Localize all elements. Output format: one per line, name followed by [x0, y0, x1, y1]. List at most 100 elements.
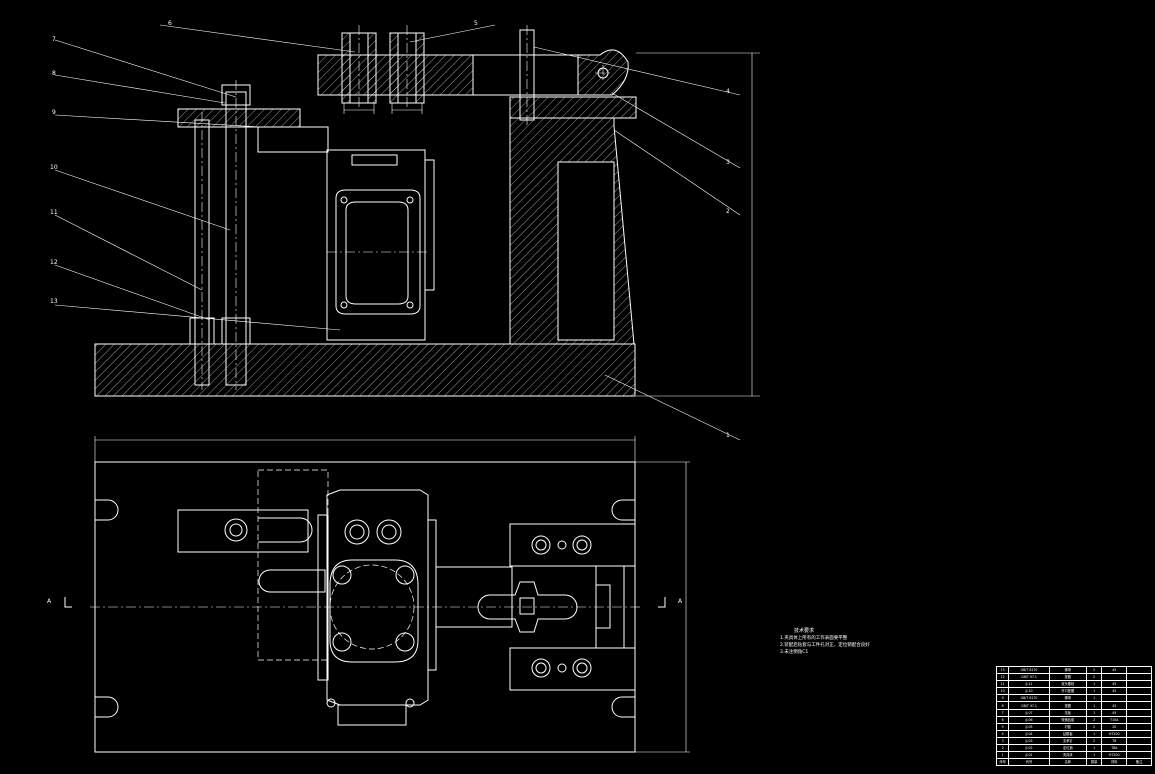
parts-list-cell	[1126, 751, 1152, 760]
parts-list-cell: 1	[1085, 729, 1103, 738]
parts-list-cell: 钻模板	[1048, 729, 1087, 738]
parts-list-cell	[1126, 680, 1152, 689]
parts-list-cell: 2	[995, 744, 1010, 753]
parts-list-cell: JJ-07	[1008, 708, 1050, 717]
parts-list-cell: JJ-06	[1008, 715, 1050, 724]
parts-list-cell: 11	[995, 680, 1010, 689]
parts-list-cell	[1126, 722, 1152, 731]
parts-list-cell: 序号	[995, 758, 1010, 767]
parts-list-cell: JJ-02	[1008, 744, 1050, 753]
parts-list-cell: 垫圈	[1048, 701, 1087, 710]
parts-list-cell: GB/T 97.1	[1008, 701, 1050, 710]
parts-list-cell: T8A	[1101, 744, 1128, 753]
parts-list-cell: 开口垫圈	[1048, 687, 1087, 696]
base-plate	[94, 343, 636, 397]
parts-list-cell	[1126, 687, 1152, 696]
parts-list-cell: 1	[1085, 687, 1103, 696]
parts-list-cell: JJ-05	[1008, 722, 1050, 731]
parts-list-cell: 2	[1085, 715, 1103, 724]
section-marker-left: A	[47, 598, 52, 605]
workpiece-plan	[326, 489, 429, 706]
parts-list-cell: 45	[1101, 708, 1128, 717]
parts-list-cell	[1126, 708, 1152, 717]
parts-list-cell: 压板	[1048, 708, 1087, 717]
callout-4: 4	[726, 88, 730, 95]
parts-list-cell: 1	[995, 751, 1010, 760]
front-section-view	[94, 25, 760, 397]
callout-12: 12	[50, 259, 58, 266]
parts-list-cell: 备注	[1126, 758, 1152, 767]
parts-list-cell: 1	[1085, 751, 1103, 760]
parts-list-cell	[1126, 729, 1152, 738]
callout-6: 6	[168, 20, 172, 27]
parts-list-cell	[1126, 665, 1152, 675]
parts-list-cell: T8	[1101, 736, 1128, 746]
parts-list-cell: 螺母	[1048, 665, 1087, 675]
top-plan-view: A A	[47, 436, 690, 753]
parts-list-cell: 代号	[1008, 758, 1050, 767]
parts-list-cell: JJ-11	[1008, 680, 1050, 689]
parts-list-cell: 45	[1101, 665, 1128, 675]
parts-list-cell: 双头螺栓	[1048, 680, 1087, 689]
parts-list-cell: 5	[995, 722, 1010, 731]
parts-list-cell: 20	[1101, 722, 1128, 731]
parts-list-cell: HT200	[1101, 751, 1128, 760]
parts-list-cell: 夹具体	[1048, 751, 1087, 760]
parts-list-cell	[1126, 701, 1152, 710]
parts-list-cell: 1	[1085, 680, 1103, 689]
callout-11: 11	[50, 209, 58, 216]
callout-5: 5	[474, 20, 478, 27]
notes-title: 技术要求	[794, 628, 815, 634]
parts-list-cell: 垫圈	[1048, 673, 1087, 682]
parts-list-cell	[1126, 694, 1152, 703]
workpiece-body	[326, 149, 426, 341]
template-arm	[472, 54, 579, 96]
parts-list-cell: 2	[1085, 736, 1103, 746]
parts-list-cell: JJ-03	[1008, 736, 1050, 746]
parts-list-cell: JJ-10	[1008, 687, 1050, 696]
section-marker-right: A	[678, 598, 683, 605]
callout-3: 3	[726, 159, 730, 166]
column-cavity	[557, 161, 615, 341]
parts-list-cell: 1	[1085, 701, 1103, 710]
callout-10: 10	[50, 164, 58, 171]
parts-list-cell	[1126, 673, 1152, 682]
parts-list-row: 序号代号名称数量材料备注	[995, 758, 1152, 767]
callout-2: 2	[726, 208, 730, 215]
parts-list-cell: 1	[1085, 708, 1103, 717]
parts-list-cell	[1126, 715, 1152, 724]
parts-list-cell: 2	[1085, 722, 1103, 731]
stud-bolt-right	[225, 91, 247, 386]
parts-list-cell: T10A	[1101, 715, 1128, 724]
parts-list-cell: GB/T 97.1	[1008, 673, 1050, 682]
note-line-3: 3.未注倒角C1	[780, 650, 809, 655]
parts-list-cell: 快换钻套	[1048, 715, 1087, 724]
parts-list-cell: 7	[995, 708, 1010, 717]
parts-list-cell: GB/T 6170	[1008, 694, 1050, 703]
parts-list-cell	[1126, 736, 1152, 746]
parts-list-cell: 材料	[1101, 758, 1128, 767]
parts-list-cell: 10	[995, 687, 1010, 696]
parts-list-cell: 数量	[1085, 758, 1103, 767]
callout-1: 1	[726, 432, 730, 439]
parts-list-cell: 支承钉	[1048, 736, 1087, 746]
parts-list-cell: JJ-04	[1008, 729, 1050, 738]
clamp-plate	[177, 108, 301, 128]
parts-list-cell	[1101, 673, 1128, 682]
parts-list-cell: 2	[1085, 665, 1103, 675]
parts-list-cell: JJ-01	[1008, 751, 1050, 760]
callout-leaders	[54, 24, 741, 441]
parts-list-cell: GB/T 6170	[1008, 665, 1050, 675]
parts-list-cell: 9	[995, 694, 1010, 703]
